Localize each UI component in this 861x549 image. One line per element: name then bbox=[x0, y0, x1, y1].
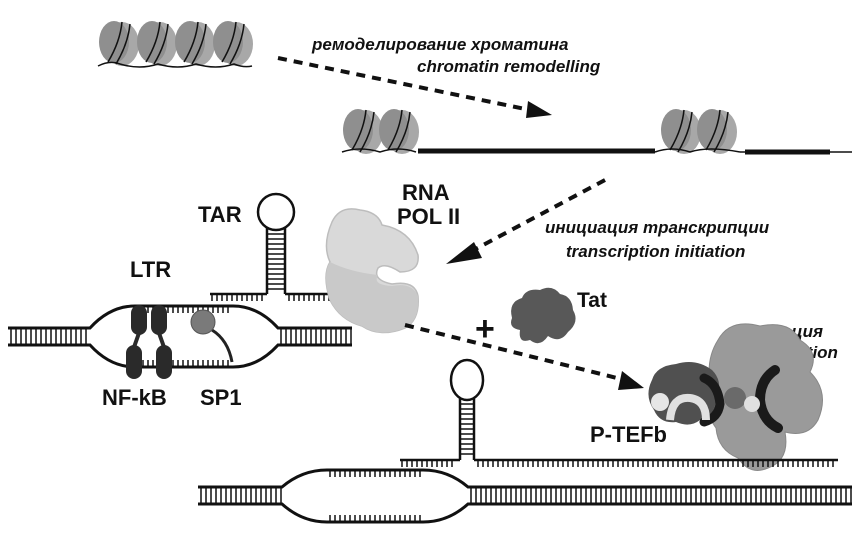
histone-front bbox=[99, 21, 129, 63]
remodelling-label-en: chromatin remodelling bbox=[417, 57, 601, 76]
histone-front bbox=[175, 21, 205, 63]
open-chromatin bbox=[341, 109, 852, 155]
initiation-label-en: transcription initiation bbox=[566, 242, 745, 261]
condensed-chromatin bbox=[97, 21, 253, 68]
nucleosome bbox=[99, 21, 139, 66]
dna-strand-top bbox=[198, 468, 852, 489]
dna-wrap bbox=[183, 21, 199, 63]
dna-wrap bbox=[107, 21, 123, 63]
initiation-label-ru: инициация транскрипции bbox=[545, 218, 770, 237]
dna-strand-bottom bbox=[8, 343, 352, 369]
tat-protein bbox=[511, 287, 576, 344]
dna-wrap bbox=[677, 111, 693, 153]
rna-pol-label-line2: POL II bbox=[397, 204, 460, 229]
linker-dna bbox=[654, 148, 741, 153]
nucleosome bbox=[175, 21, 215, 66]
histone-front bbox=[213, 21, 243, 63]
nucleosome bbox=[697, 109, 737, 154]
nucleosome bbox=[137, 21, 177, 66]
promoter-dna-open bbox=[198, 468, 852, 524]
dna-strand-top bbox=[8, 304, 352, 330]
linker-dna bbox=[97, 61, 253, 68]
elongation-complex bbox=[648, 323, 823, 471]
rna-pol-ii bbox=[325, 208, 419, 334]
remodelling-arrow bbox=[277, 56, 531, 112]
sp1-protein bbox=[190, 309, 234, 363]
nfkb-dimer bbox=[126, 305, 172, 379]
nascent-rna-bases bbox=[401, 403, 834, 467]
dna-wrap bbox=[705, 109, 721, 151]
tar-label: TAR bbox=[198, 202, 242, 227]
dna-wrap bbox=[221, 21, 237, 63]
dna-wrap bbox=[153, 23, 169, 65]
histone-front bbox=[379, 109, 409, 151]
plus-sign: + bbox=[475, 310, 495, 348]
dna-wrap bbox=[351, 109, 367, 151]
sp1-label: SP1 bbox=[200, 385, 242, 410]
elongation-arrow bbox=[404, 323, 626, 382]
remodelling-arrowhead bbox=[526, 101, 552, 118]
histone-front bbox=[343, 109, 373, 151]
ltr-dna bbox=[8, 304, 352, 369]
linker-dna bbox=[341, 148, 417, 153]
nfkb-label: NF-kB bbox=[102, 385, 167, 410]
tar-loop bbox=[256, 192, 296, 232]
histone-front bbox=[661, 109, 691, 151]
dna-wrap bbox=[229, 23, 245, 65]
dna-strand-bottom bbox=[198, 502, 852, 524]
nucleosome bbox=[379, 109, 419, 154]
initiation-arrowhead bbox=[446, 242, 482, 264]
histone-front bbox=[137, 21, 167, 63]
ltr-label: LTR bbox=[130, 257, 171, 282]
dna-wrap bbox=[145, 21, 161, 63]
elongation-arrowhead bbox=[618, 371, 644, 390]
remodelling-label-ru: ремоделирование хроматина bbox=[311, 35, 569, 54]
nucleosome bbox=[661, 109, 701, 154]
dna-wrap bbox=[191, 23, 207, 65]
dna-wrap bbox=[387, 109, 403, 151]
histone-front bbox=[697, 109, 727, 151]
rna-pol-label-line1: RNA bbox=[402, 180, 450, 205]
nucleosome bbox=[343, 109, 383, 154]
ptefb-label: P-TEFb bbox=[590, 422, 667, 447]
dna-wrap bbox=[669, 109, 685, 151]
tat-label: Tat bbox=[577, 289, 607, 312]
nucleosome bbox=[213, 21, 253, 66]
dna-wrap bbox=[115, 23, 131, 65]
